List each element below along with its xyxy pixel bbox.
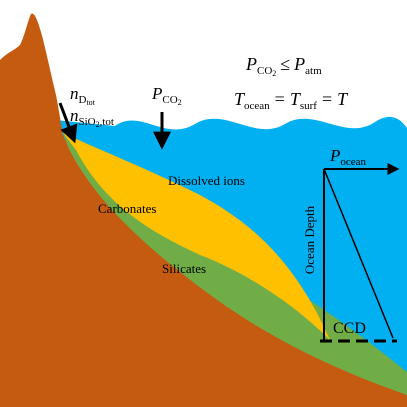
ocean-depth-axis-label: Ocean Depth xyxy=(302,205,317,274)
pressure-profile-line xyxy=(323,168,394,339)
silicates-label: Silicates xyxy=(162,261,206,276)
nd-tot-label: nDtot xyxy=(70,84,96,107)
pco2-arrow-label: PCO2 xyxy=(151,84,182,107)
temperature-equation: Tocean=Tsurf=T xyxy=(234,89,349,112)
carbonates-label: Carbonates xyxy=(98,201,156,216)
dissolved-ions-label: Dissolved ions xyxy=(168,173,245,188)
p-ocean-axis-label: Pocean xyxy=(329,146,367,168)
ccd-label: CCD xyxy=(333,320,366,337)
carbonates-layer xyxy=(63,133,330,340)
pco2-constraint-equation: PCO2≤Patm xyxy=(245,54,322,78)
nsio2-tot-label: nSiO2,tot xyxy=(70,106,114,129)
land-mass xyxy=(0,13,407,407)
input-flux-arrow xyxy=(58,102,78,144)
